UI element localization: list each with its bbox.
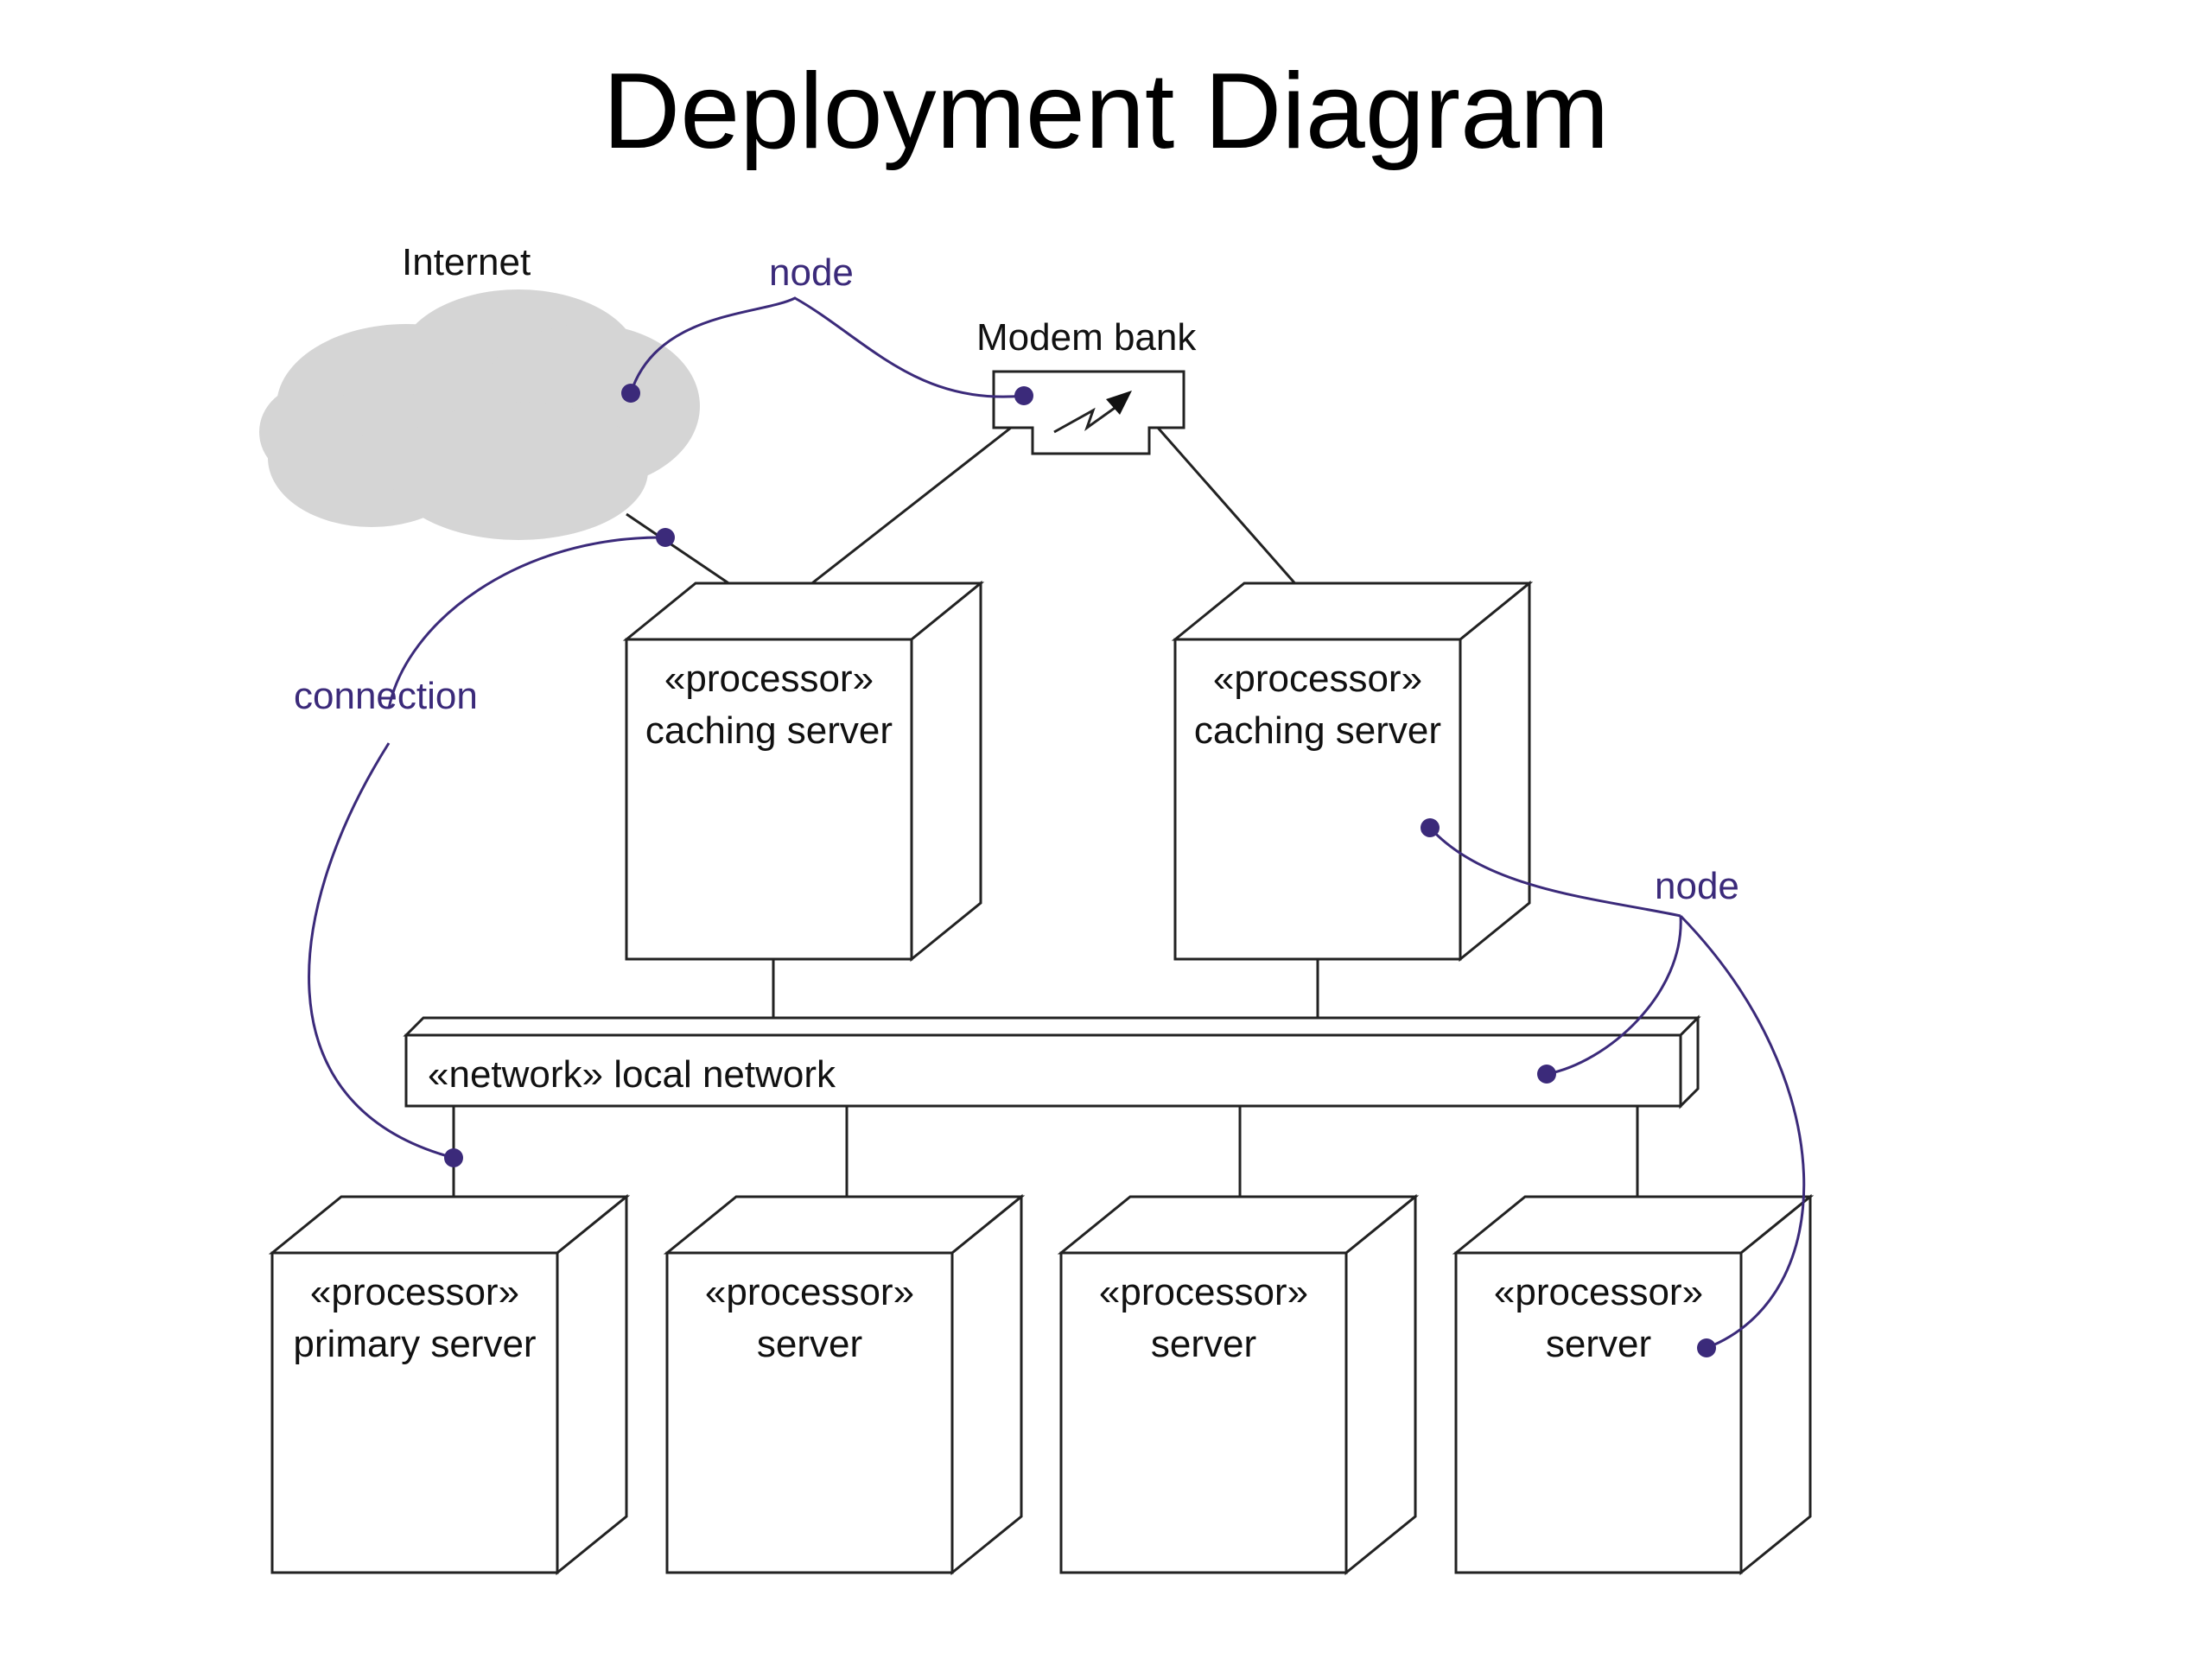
node-stereotype-label: «processor» <box>664 658 874 700</box>
node-stereotype-label: «processor» <box>1213 658 1422 700</box>
node-name-label: caching server <box>645 709 893 752</box>
modem-bank-node <box>992 370 1185 455</box>
node-name-label: caching server <box>1194 709 1441 752</box>
node-name-label: primary server <box>293 1323 536 1365</box>
node-stereotype-label: «processor» <box>310 1271 519 1313</box>
node-caching-server-2: «processor» caching server <box>1171 580 1534 963</box>
internet-label: Internet <box>402 241 531 283</box>
page-title: Deployment Diagram <box>602 52 1610 171</box>
callout-node-right-network <box>1546 915 1682 1076</box>
callout-node-right-server <box>1679 914 1806 1350</box>
local-network-label: «network» local network <box>428 1053 836 1096</box>
local-network-node <box>403 1014 1701 1109</box>
callout-connection-label: connection <box>294 675 478 717</box>
node-stereotype-label: «processor» <box>1494 1271 1703 1313</box>
node-stereotype-label: «processor» <box>1099 1271 1308 1313</box>
callout-connection-lower <box>308 742 454 1160</box>
node-server-2: «processor» server <box>1057 1193 1420 1576</box>
cloud-icon <box>259 289 700 540</box>
node-name-label: server <box>1151 1323 1256 1365</box>
lightning-arrow-icon <box>1053 391 1132 434</box>
callout-node-right-label: node <box>1655 865 1739 907</box>
callout-node-top <box>629 296 1025 398</box>
node-name-label: server <box>1546 1323 1651 1365</box>
modem-bank-label: Modem bank <box>976 316 1197 359</box>
callout-node-top-label: node <box>769 251 854 294</box>
node-caching-server-1: «processor» caching server <box>622 580 985 963</box>
node-primary-server: «processor» primary server <box>268 1193 631 1576</box>
callout-connection <box>387 536 666 709</box>
node-server-1: «processor» server <box>663 1193 1026 1576</box>
annotation-callouts <box>308 296 1806 1357</box>
callout-dots <box>444 384 1716 1357</box>
node-name-label: server <box>757 1323 862 1365</box>
callout-node-right <box>1428 826 1681 918</box>
node-server-3: «processor» server <box>1452 1193 1815 1576</box>
node-stereotype-label: «processor» <box>705 1271 914 1313</box>
